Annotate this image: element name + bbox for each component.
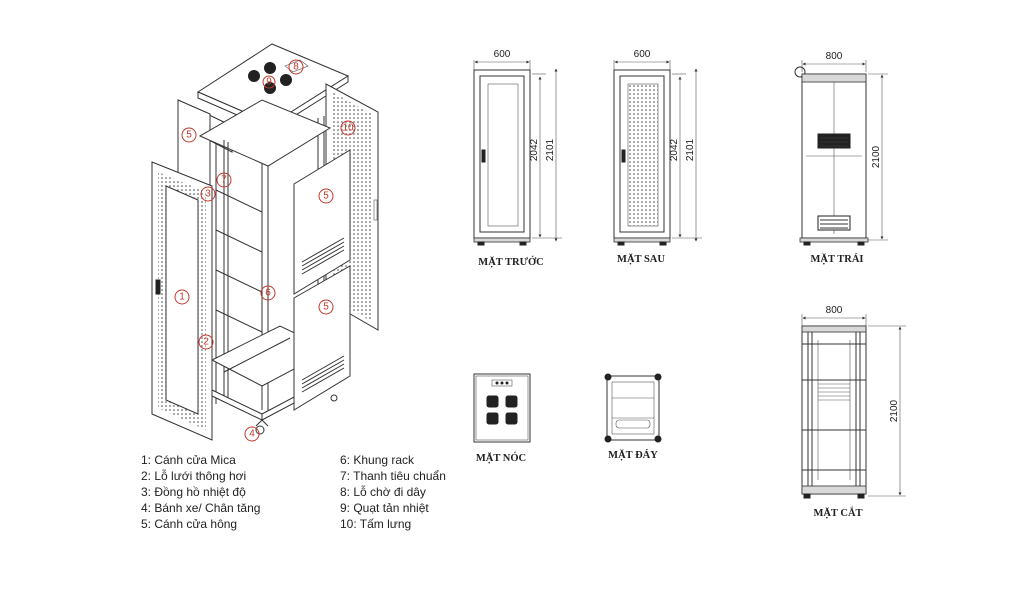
svg-text:10: 10 (342, 123, 354, 134)
legend-left: 1: Cánh cửa Mica 2: Lỗ lưới thông hơi 3:… (141, 452, 260, 532)
callout-8: 8 (288, 59, 304, 75)
legend-item: 1: Cánh cửa Mica (141, 453, 236, 467)
legend-item: 9: Quạt tản nhiệt (340, 501, 429, 515)
top-view: MẶT NÓC (473, 373, 531, 464)
callout-7: 7 (216, 172, 232, 188)
section-width-dim: 800 (826, 305, 843, 316)
callout-1: 1 (174, 289, 190, 305)
legend-item: 6: Khung rack (340, 453, 415, 467)
legend-item: 2: Lỗ lưới thông hơi (141, 469, 247, 483)
bottom-view-caption: MẶT ĐÁY (608, 448, 658, 461)
svg-text:7: 7 (221, 175, 227, 186)
section-view: 800 2100 MẶT CẮT (801, 305, 906, 519)
vent-slots (301, 237, 345, 275)
svg-text:5: 5 (323, 191, 329, 202)
svg-text:9: 9 (266, 77, 272, 88)
section-view-caption: MẶT CẮT (813, 506, 862, 519)
left-view-caption: MẶT TRÁI (811, 252, 864, 265)
callout-9: 9 (262, 75, 276, 89)
svg-text:3: 3 (205, 189, 211, 200)
front-view-caption: MẶT TRƯỚC (478, 255, 543, 268)
legend-item: 5: Cánh cửa hông (141, 517, 238, 531)
legend-item: 4: Bánh xe/ Chân tăng (141, 501, 261, 515)
callout-5-upper: 5 (318, 188, 334, 204)
fan-icon (248, 62, 292, 94)
svg-text:5: 5 (186, 130, 192, 141)
svg-text:8: 8 (293, 62, 299, 73)
back-view-caption: MẶT SAU (617, 252, 665, 265)
back-view: 600 2042 2101 MẶT SAU (613, 49, 702, 265)
legend-item: 10: Tấm lưng (340, 517, 412, 531)
callout-3: 3 (200, 186, 216, 202)
svg-text:5: 5 (323, 302, 329, 313)
front-outer-height-dim: 2101 (545, 138, 556, 161)
callout-5-lower: 5 (318, 299, 334, 315)
callout-5-left: 5 (181, 127, 197, 143)
legend-item: 3: Đồng hồ nhiệt độ (141, 485, 246, 499)
legend-right: 6: Khung rack 7: Thanh tiêu chuẩn 8: Lỗ … (340, 452, 446, 532)
back-inner-height-dim: 2042 (669, 138, 680, 161)
svg-text:2: 2 (203, 337, 209, 348)
svg-text:1: 1 (179, 292, 185, 303)
top-view-caption: MẶT NÓC (476, 451, 526, 464)
callout-2: 2 (198, 334, 214, 350)
svg-text:6: 6 (265, 288, 271, 299)
legend-item: 7: Thanh tiêu chuẩn (340, 469, 446, 483)
front-view: 600 2042 2101 MẶT TRƯỚC (473, 49, 562, 268)
section-height-dim: 2100 (889, 399, 900, 422)
callout-4: 4 (244, 426, 260, 442)
back-width-dim: 600 (634, 49, 651, 60)
legend-item: 8: Lỗ chờ đi dây (340, 485, 426, 499)
left-height-dim: 2100 (871, 145, 882, 168)
fan-icon (486, 395, 518, 425)
left-width-dim: 800 (826, 51, 843, 62)
isometric-exploded-view: 1 2 3 4 5 5 5 6 7 8 9 10 (151, 43, 379, 442)
left-side-view: 800 2100 MẶT TRÁI (794, 51, 888, 265)
callout-10: 10 (340, 120, 356, 136)
front-inner-height-dim: 2042 (529, 138, 540, 161)
svg-text:4: 4 (249, 429, 255, 440)
front-width-dim: 600 (494, 49, 511, 60)
callout-6: 6 (260, 285, 276, 301)
back-outer-height-dim: 2101 (685, 138, 696, 161)
bottom-view: MẶT ĐÁY (604, 373, 662, 461)
